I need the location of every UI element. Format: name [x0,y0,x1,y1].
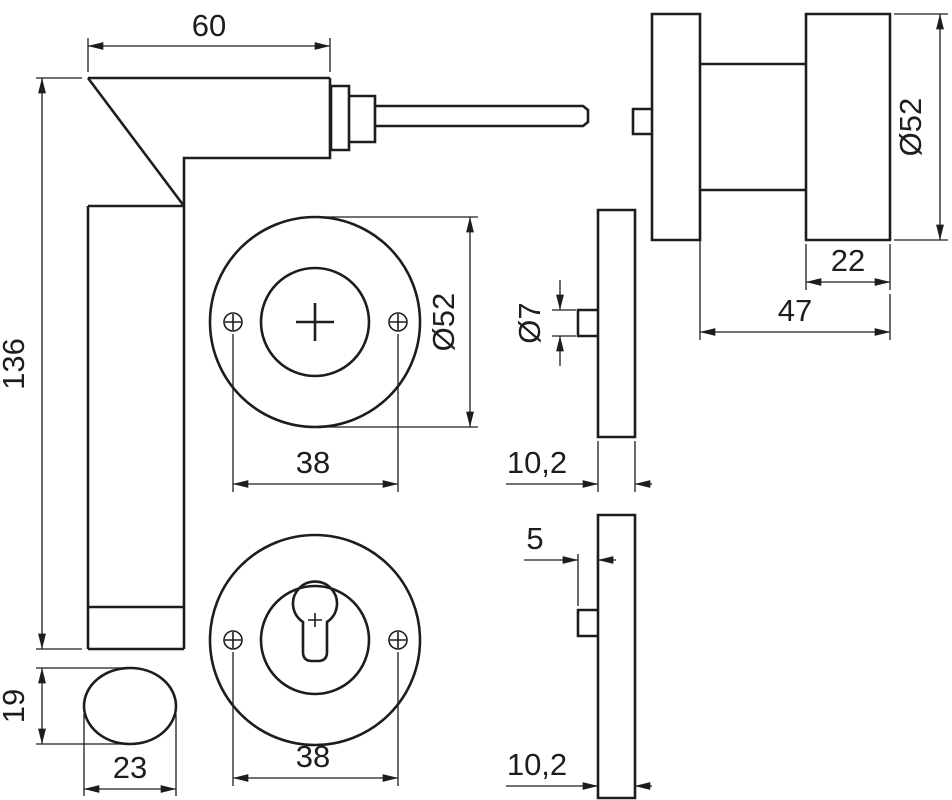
dim-label-lever-length: 60 [192,8,226,43]
front-view-outline [631,12,892,242]
handle-outline [86,76,332,651]
dim-label-rosette-diameter: Ø52 [426,293,461,352]
extension-lines [232,652,399,786]
dim-lever-length: 60 [87,8,331,72]
screw-right [388,312,408,332]
screw-right-cross [390,314,406,330]
center-mark [308,613,322,627]
dim-grip-depth: 22 [805,243,891,290]
screw-left-cross [225,632,241,648]
dim-label-screw-spacing-bottom: 38 [296,739,330,774]
dim-label-section-width: 23 [113,750,147,785]
grip-cross-section [82,666,178,746]
extension-lines [322,216,478,428]
dim-label-grip-depth: 22 [831,243,865,278]
spindle-collars [329,84,377,152]
extension-lines [83,714,177,796]
dim-label-pin-depth: 5 [526,521,543,556]
dim-knob-diameter: Ø52 [893,13,948,241]
rosette-profile [576,513,637,800]
dim-rosette-depth-top: 10,2 [506,441,652,492]
dim-section-height: 19 [0,667,124,745]
dim-label-rosette-depth-top: 10,2 [507,445,567,480]
square-spindle-hole [296,303,334,341]
screw-left-cross [225,314,241,330]
rosette-outer-circle [208,533,422,747]
euro-cylinder-hole [291,580,339,663]
extension-lines [87,38,331,72]
extension-lines [577,554,599,606]
extension-lines [552,309,576,337]
dim-overall-depth: 47 [699,194,891,340]
dim-screw-diameter: Ø7 [512,280,576,366]
rosette-inner-circle [259,266,371,378]
screw-right [388,630,408,650]
dim-label-overall-depth: 47 [778,293,812,328]
spindle-rod [375,104,590,128]
screw-left [223,630,243,650]
dim-label-section-height: 19 [0,689,31,723]
dim-pin-depth: 5 [524,521,616,606]
lower-rosette-front-view [208,533,422,747]
handle-front-view [631,12,892,242]
upper-rosette-side-view [576,208,637,439]
rosette-inner-circle [259,584,371,696]
dim-label-screw-spacing-top: 38 [296,445,330,480]
oval-section [82,666,178,746]
extension-lines [597,441,636,492]
screw-right-cross [390,632,406,648]
handle-side-view [86,76,590,651]
dim-label-overall-height: 136 [0,338,31,390]
upper-rosette-front-view [208,215,422,429]
screw-left [223,312,243,332]
dim-label-knob-diameter: Ø52 [893,98,928,157]
dim-rosette-depth-bottom: 10,2 [506,747,652,790]
extension-lines [232,334,399,492]
dim-screw-spacing-top: 38 [232,334,399,492]
rosette-outer-circle [208,215,422,429]
lower-rosette-side-view [576,513,637,800]
dim-screw-spacing-bottom: 38 [232,652,399,786]
dim-section-width: 23 [83,714,177,796]
extension-lines [36,77,82,650]
dim-label-screw-diameter: Ø7 [512,302,547,343]
dim-rosette-diameter: Ø52 [322,216,478,428]
rosette-profile [576,208,637,439]
extension-lines [36,667,124,745]
dim-overall-height: 136 [0,77,82,650]
dim-label-rosette-depth-bottom: 10,2 [507,747,567,782]
